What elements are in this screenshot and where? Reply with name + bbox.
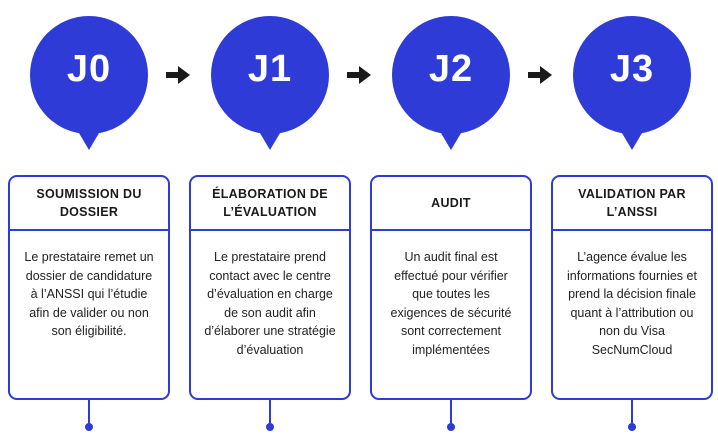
arrow-right-icon xyxy=(347,66,371,84)
speech-bubble-shape xyxy=(573,16,691,150)
step-description: Un audit final est effectué pour vérifie… xyxy=(390,250,512,357)
step-title: AUDIT xyxy=(372,177,530,231)
timeline-dot xyxy=(447,423,455,431)
speech-bubble-shape xyxy=(211,16,329,150)
arrow-right-icon xyxy=(528,66,552,84)
step-label: J2 xyxy=(428,48,474,90)
step-label: J0 xyxy=(66,48,112,90)
timeline-stem xyxy=(631,398,633,426)
step-title: SOUMISSION DU DOSSIER xyxy=(10,177,168,231)
timeline-stem xyxy=(88,398,90,426)
timeline-stem xyxy=(269,398,271,426)
step-title: ÉLABORATION DE L’ÉVALUATION xyxy=(191,177,349,231)
speech-bubble-shape xyxy=(30,16,148,150)
speech-bubble-shape xyxy=(392,16,510,150)
step-card: ÉLABORATION DE L’ÉVALUATION Le prestatai… xyxy=(189,175,351,400)
step-description: Le prestataire remet un dossier de candi… xyxy=(24,250,154,338)
step-card: AUDIT Un audit final est effectué pour v… xyxy=(370,175,532,400)
speech-bubble: J3 xyxy=(573,16,691,150)
timeline-dot xyxy=(266,423,274,431)
step-label: J1 xyxy=(247,48,293,90)
step-card: SOUMISSION DU DOSSIER Le prestataire rem… xyxy=(8,175,170,400)
arrow-right-icon xyxy=(166,66,190,84)
step-description: L’agence évalue les informations fournie… xyxy=(567,250,697,357)
step-j2: J2 AUDIT Un audit final est effectué pou… xyxy=(370,0,532,444)
timeline-dot xyxy=(628,423,636,431)
step-j3: J3 VALIDATION PAR L’ANSSI L’agence évalu… xyxy=(551,0,713,444)
step-card: VALIDATION PAR L’ANSSI L’agence évalue l… xyxy=(551,175,713,400)
timeline-dot xyxy=(85,423,93,431)
timeline-stem xyxy=(450,398,452,426)
speech-bubble: J2 xyxy=(392,16,510,150)
step-label: J3 xyxy=(609,48,655,90)
speech-bubble: J0 xyxy=(30,16,148,150)
step-title: VALIDATION PAR L’ANSSI xyxy=(553,177,711,231)
step-j0: J0 SOUMISSION DU DOSSIER Le prestataire … xyxy=(8,0,170,444)
speech-bubble: J1 xyxy=(211,16,329,150)
step-description: Le prestataire prend contact avec le cen… xyxy=(204,250,336,357)
step-j1: J1 ÉLABORATION DE L’ÉVALUATION Le presta… xyxy=(189,0,351,444)
